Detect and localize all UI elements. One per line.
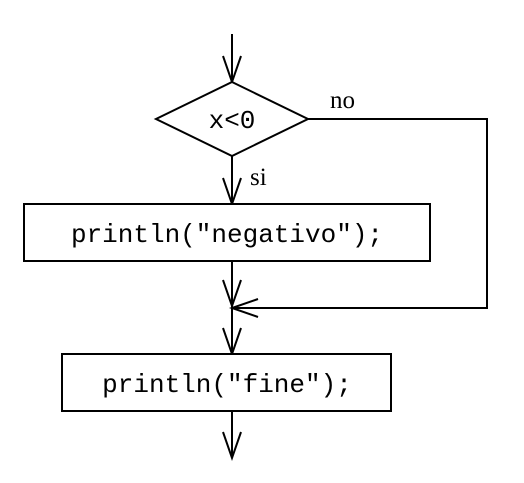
yes-branch: si: [222, 156, 267, 208]
no-label: no: [330, 87, 355, 114]
statement-1-text: println("negativo");: [71, 220, 383, 250]
entry-arrow: [222, 34, 242, 86]
statement-box-negativo: println("negativo");: [23, 203, 431, 262]
yes-label: si: [250, 164, 267, 191]
exit-arrow: [222, 411, 242, 462]
condition-text: x<0: [209, 106, 256, 136]
statement-box-fine: println("fine");: [61, 353, 392, 412]
decision-node: x<0: [153, 80, 311, 158]
statement-2-text: println("fine");: [102, 370, 352, 400]
